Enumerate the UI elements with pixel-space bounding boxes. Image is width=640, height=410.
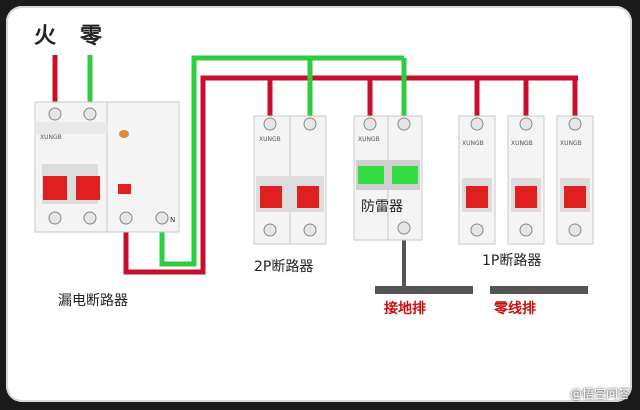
rcd-terminal-top-r bbox=[83, 107, 97, 121]
brand-mark-spd: XUNGB bbox=[358, 136, 380, 143]
breaker-2p-label: 2P断路器 bbox=[254, 259, 314, 275]
live-label: 火 bbox=[34, 24, 57, 49]
neutral-label: 零 bbox=[80, 24, 103, 49]
neutral-bar-label: 零线排 bbox=[494, 301, 536, 317]
breaker-1p-b bbox=[507, 115, 545, 245]
breaker-1p-a bbox=[458, 115, 496, 245]
terminal-n-label: N bbox=[170, 216, 176, 224]
spd-window-l bbox=[358, 166, 384, 184]
neutral-bar bbox=[490, 286, 588, 294]
breaker-2p-handle-l bbox=[260, 186, 282, 208]
ground-bar bbox=[375, 286, 473, 294]
breaker-1p-b-handle bbox=[515, 186, 537, 208]
rcd-handle-r bbox=[76, 176, 100, 200]
spd-module bbox=[353, 115, 423, 241]
brand-mark-1p-b: XUNGB bbox=[511, 140, 533, 147]
rcd-handle-l bbox=[43, 176, 67, 200]
neutral-rcd-output-wire bbox=[159, 55, 404, 267]
breaker-1p-c-handle bbox=[564, 186, 586, 208]
rcd-indicator bbox=[118, 184, 131, 194]
breaker-2p-handle-r bbox=[297, 186, 319, 208]
rcd-terminal-out-l bbox=[119, 211, 133, 225]
breaker-1p-c bbox=[556, 115, 594, 245]
breaker-1p-label: 1P断路器 bbox=[482, 253, 542, 269]
brand-mark-rcd: XUNGB bbox=[40, 134, 62, 141]
rcd-terminal-bot-r bbox=[83, 211, 97, 225]
spd-label: 防雷器 bbox=[361, 199, 403, 215]
brand-mark-2p: XUNGB bbox=[259, 136, 281, 143]
rcd-terminal-bot-l bbox=[48, 211, 62, 225]
breaker-1p-a-handle bbox=[466, 186, 488, 208]
live-rcd-output-wire bbox=[123, 75, 578, 275]
breaker-2p bbox=[253, 115, 327, 245]
ground-bar-label: 接地排 bbox=[384, 301, 426, 317]
rcd-test-button bbox=[119, 130, 129, 138]
brand-mark-1p-a: XUNGB bbox=[462, 140, 484, 147]
brand-mark-1p-c: XUNGB bbox=[560, 140, 582, 147]
rcd-label: 漏电断路器 bbox=[58, 293, 128, 309]
rcd-terminal-top-l bbox=[48, 107, 62, 121]
watermark: @悟空问答 bbox=[569, 387, 630, 401]
rcd-terminal-out-r bbox=[155, 211, 169, 225]
rcd-breaker bbox=[34, 101, 180, 233]
spd-window-r bbox=[392, 166, 418, 184]
